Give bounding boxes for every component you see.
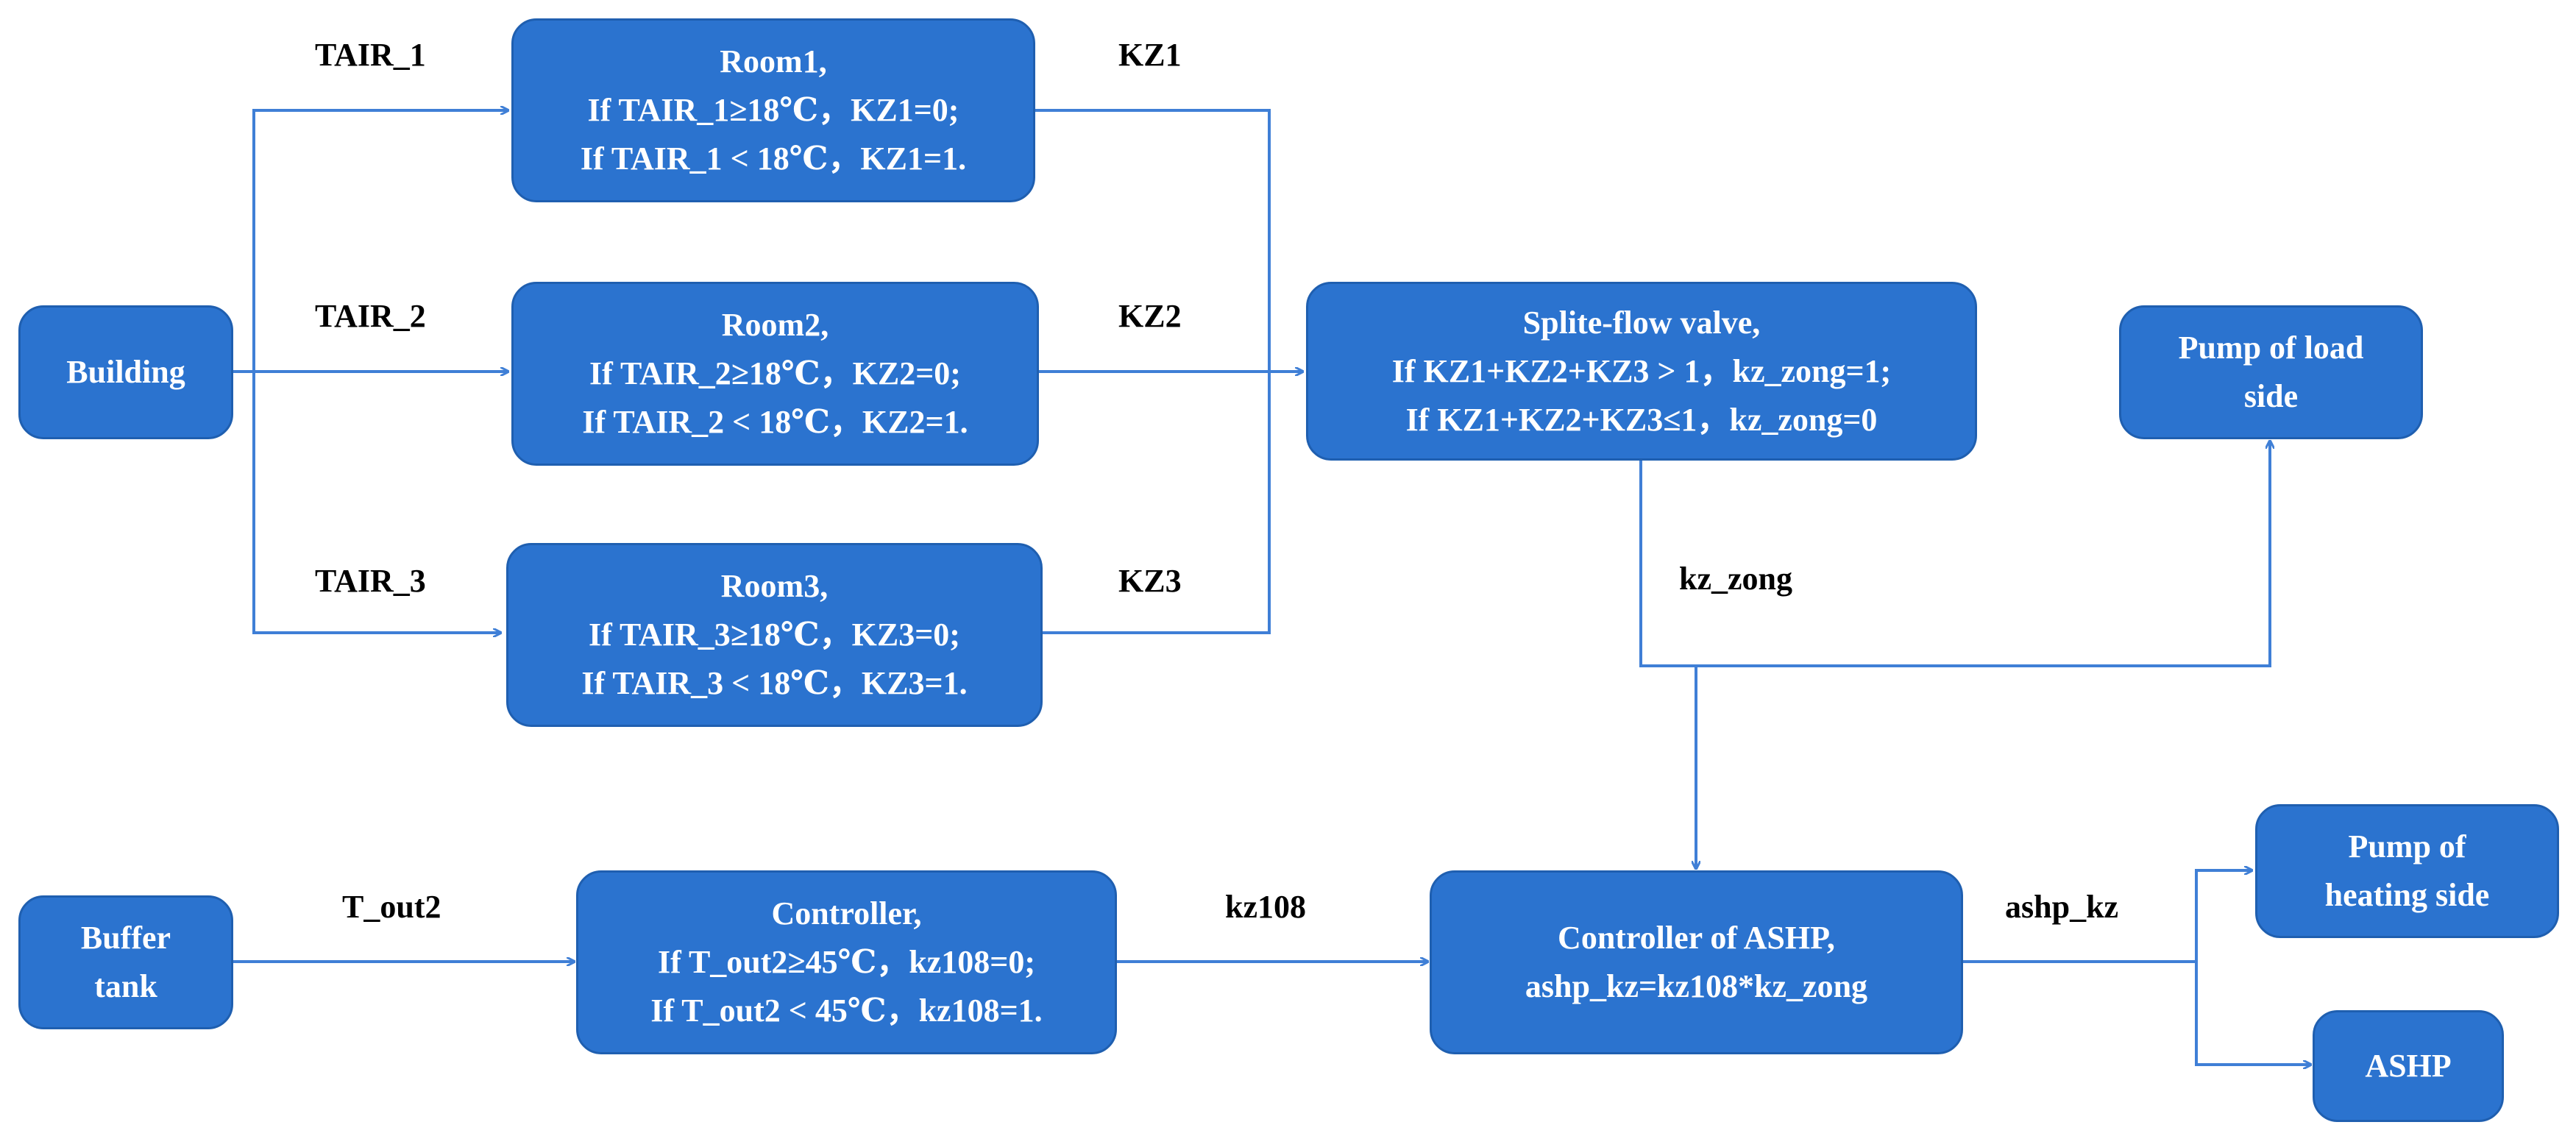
valve-title: Splite-flow valve, <box>1522 304 1761 341</box>
room2-condition-2: If TAIR_2 < 18℃，KZ2=1. <box>582 404 968 440</box>
pump-load-side-line-2: side <box>2243 378 2299 414</box>
connector-room1-valve <box>1034 109 1271 372</box>
room1-node: Room1, If TAIR_1≥18℃，KZ1=0; If TAIR_1 < … <box>511 18 1035 202</box>
label-kz1: KZ1 <box>1118 37 1182 73</box>
label-kz3: KZ3 <box>1118 563 1182 599</box>
buffer-tank-node: Buffer tank <box>18 895 233 1029</box>
connector-valve-split <box>1639 441 2270 667</box>
room2-node: Room2, If TAIR_2≥18℃，KZ2=0; If TAIR_2 < … <box>511 282 1039 466</box>
buffer-tank-line-2: tank <box>94 968 157 1004</box>
room3-condition-2: If TAIR_3 < 18℃，KZ3=1. <box>581 665 968 701</box>
label-kz2: KZ2 <box>1118 298 1182 334</box>
pump-heating-side-node: Pump of heating side <box>2255 804 2559 938</box>
connector-to-pump-heating <box>2195 870 2252 962</box>
valve-condition-1: If KZ1+KZ2+KZ3 > 1，kz_zong=1; <box>1391 352 1892 389</box>
valve-condition-2: If KZ1+KZ2+KZ3≤1，kz_zong=0 <box>1405 401 1878 438</box>
room1-condition-2: If TAIR_1 < 18℃，KZ1=1. <box>580 141 967 177</box>
building-node: Building <box>18 305 233 439</box>
pump-load-side-line-1: Pump of load <box>2178 330 2364 366</box>
label-kz-zong: kz_zong <box>1679 561 1792 597</box>
room3-title: Room3, <box>720 568 828 604</box>
label-tair1: TAIR_1 <box>315 37 426 73</box>
buffer-tank-line-1: Buffer <box>80 920 171 956</box>
controller-title: Controller, <box>771 895 922 931</box>
splite-flow-valve-node: Splite-flow valve, If KZ1+KZ2+KZ3 > 1，kz… <box>1306 282 1977 461</box>
room2-title: Room2, <box>721 307 829 343</box>
room3-node: Room3, If TAIR_3≥18℃，KZ3=0; If TAIR_3 < … <box>506 543 1043 727</box>
pump-heating-side-line-1: Pump of <box>2348 828 2466 865</box>
pump-heating-side-line-2: heating side <box>2324 877 2490 913</box>
pump-load-side-node: Pump of load side <box>2119 305 2423 439</box>
label-tair2: TAIR_2 <box>315 298 426 334</box>
room2-condition-1: If TAIR_2≥18℃，KZ2=0; <box>589 355 961 391</box>
controller-condition-2: If T_out2 < 45℃，kz108=1. <box>650 993 1043 1029</box>
controller-condition-1: If T_out2≥45℃，kz108=0; <box>657 944 1036 980</box>
label-ashp-kz: ashp_kz <box>2005 889 2119 925</box>
label-t-out2: T_out2 <box>342 889 441 925</box>
connector-to-ashp <box>2195 962 2310 1065</box>
room1-title: Room1, <box>720 43 827 79</box>
label-kz108: kz108 <box>1225 889 1306 925</box>
label-tair3: TAIR_3 <box>315 563 426 599</box>
connector-room3-valve <box>1041 372 1271 634</box>
connector-building-room3 <box>252 372 500 633</box>
ashp-controller-title: Controller of ASHP, <box>1558 920 1835 956</box>
building-label: Building <box>66 354 185 390</box>
ashp-label: ASHP <box>2365 1048 2452 1084</box>
ashp-node: ASHP <box>2313 1010 2504 1122</box>
ashp-controller-formula: ashp_kz=kz108*kz_zong <box>1525 968 1868 1004</box>
room1-condition-1: If TAIR_1≥18℃，KZ1=0; <box>587 92 959 128</box>
controller-node: Controller, If T_out2≥45℃，kz108=0; If T_… <box>576 870 1117 1054</box>
ashp-controller-node: Controller of ASHP, ashp_kz=kz108*kz_zon… <box>1430 870 1963 1054</box>
room3-condition-1: If TAIR_3≥18℃，KZ3=0; <box>589 617 960 653</box>
